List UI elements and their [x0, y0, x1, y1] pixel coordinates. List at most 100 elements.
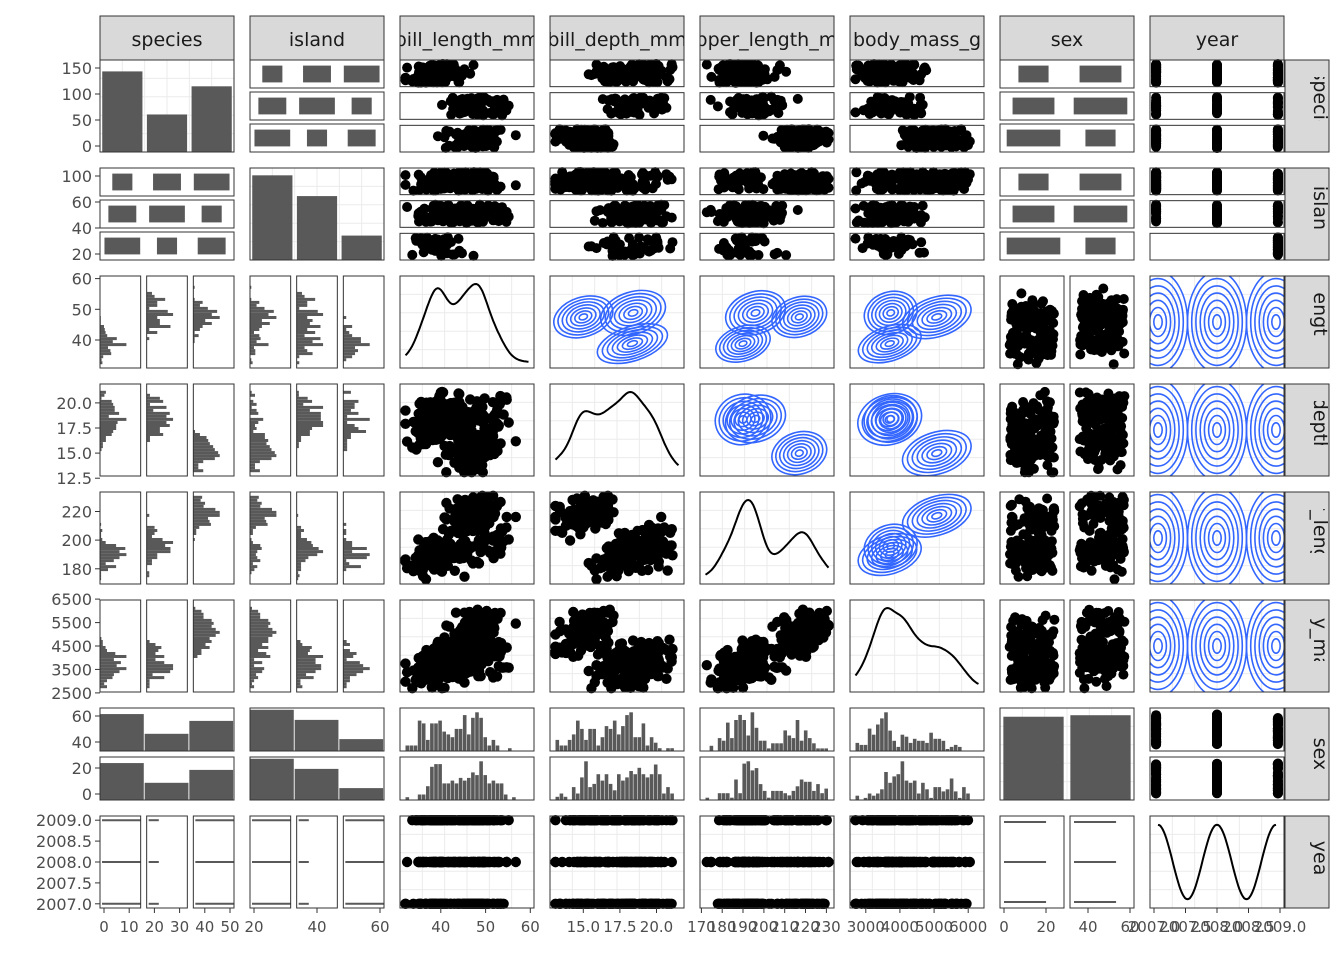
scatter-point: [471, 396, 483, 407]
column-strip-label: sex: [1051, 29, 1084, 51]
panel-facethist-bill_depth_mm-island: [249, 383, 385, 477]
hist-bar: [250, 424, 255, 427]
scatter-point: [901, 239, 912, 250]
scatter-point: [455, 406, 467, 417]
scatter-point: [424, 240, 435, 251]
subpanel-bg: [1150, 233, 1284, 260]
scatter-point: [899, 97, 910, 108]
row-strip-sex: sex: [1284, 707, 1331, 801]
hist-bar: [100, 408, 115, 412]
hist-bar: [193, 448, 215, 452]
column-strip-label: bill_length_mm: [395, 29, 539, 51]
panel-scatter-bill_depth_mm-bill_length_mm: [399, 383, 535, 478]
strip-bg: [99, 15, 235, 61]
hist-bar: [146, 396, 160, 400]
hist-bar: [193, 306, 208, 310]
scatter-point: [1272, 232, 1283, 243]
hist-bar: [146, 421, 167, 424]
hist-bar: [100, 343, 127, 347]
scatter-point: [1038, 318, 1049, 329]
hist-bar: [250, 466, 255, 470]
scatter-point: [921, 65, 932, 76]
hist-bar: [296, 300, 308, 304]
hist-bar: [250, 313, 269, 316]
hist-bar: [250, 331, 254, 334]
hist-bar: [343, 424, 355, 427]
hist-bar: [146, 297, 166, 301]
scatter-point: [459, 131, 470, 141]
scatter-point: [591, 206, 602, 217]
scatter-point: [447, 412, 458, 423]
scatter-point: [454, 420, 465, 431]
scatter-point: [948, 185, 959, 196]
scatter-point: [759, 236, 770, 247]
scatter-point: [1151, 204, 1162, 215]
scatter-point: [772, 247, 783, 258]
count-block: [201, 205, 222, 223]
hist-bar: [100, 331, 106, 334]
hist-bar: [193, 436, 207, 439]
scatter-point: [727, 206, 738, 217]
hist-bar: [296, 408, 310, 412]
count-block: [108, 205, 137, 223]
hist-bar: [296, 319, 313, 322]
panel-contour-bill_length_mm-flipper_length_mm: [699, 275, 835, 369]
scatter-point: [503, 211, 514, 222]
scatter-point: [1005, 432, 1016, 443]
scatter-point: [550, 176, 561, 187]
scatter-point: [792, 93, 803, 104]
scatter-point: [489, 448, 500, 460]
scatter-point: [437, 99, 447, 110]
scatter-point: [593, 167, 603, 178]
hist-bar: [343, 433, 351, 436]
scatter-point: [593, 130, 603, 140]
scatter-point: [1103, 298, 1114, 309]
scatter-point: [772, 170, 783, 181]
subpanel-border: [249, 91, 385, 121]
hist-bar: [343, 408, 351, 412]
scatter-point: [721, 177, 732, 188]
scatter-point: [1077, 312, 1088, 323]
hist-bar: [250, 469, 260, 473]
strip-bg: [849, 15, 985, 61]
scatter-point: [1151, 98, 1162, 109]
hist-bar: [343, 390, 351, 394]
hist-bar: [100, 427, 117, 430]
count-block: [1018, 65, 1049, 83]
hist-bar: [100, 433, 112, 436]
hist-bar: [146, 291, 152, 295]
hist-bar: [250, 442, 267, 446]
scatter-point: [407, 249, 418, 260]
scatter-point: [739, 72, 750, 83]
scatter-point: [810, 138, 821, 149]
hist-bar: [296, 325, 321, 328]
hist-bar: [296, 322, 310, 325]
scatter-point: [1048, 452, 1059, 463]
count-block: [1079, 65, 1122, 83]
scatter-point: [937, 138, 948, 149]
scatter-point: [493, 215, 504, 226]
count-block: [299, 97, 335, 115]
scatter-point: [413, 77, 424, 88]
hist-bar: [296, 399, 313, 403]
hist-bar: [193, 454, 220, 458]
scatter-point: [1039, 407, 1050, 418]
panel-diag-bill_length_mm: [399, 275, 535, 369]
hist-bar: [146, 399, 164, 403]
scatter-point: [784, 184, 795, 195]
count-block: [1073, 97, 1128, 115]
scatter-point: [482, 175, 493, 186]
scatter-point: [1074, 387, 1085, 398]
hist-bar: [250, 457, 272, 461]
hist-bar: [100, 352, 112, 356]
scatter-point: [577, 173, 588, 184]
hist-bar: [250, 322, 270, 325]
scatter-point: [653, 100, 664, 111]
scatter-point: [616, 104, 627, 115]
panel-diag-bill_depth_mm: [549, 383, 685, 477]
scatter-point: [606, 108, 617, 119]
scatter-point: [747, 176, 758, 187]
scatter-point: [597, 218, 608, 228]
column-strip-island: island: [249, 15, 385, 61]
